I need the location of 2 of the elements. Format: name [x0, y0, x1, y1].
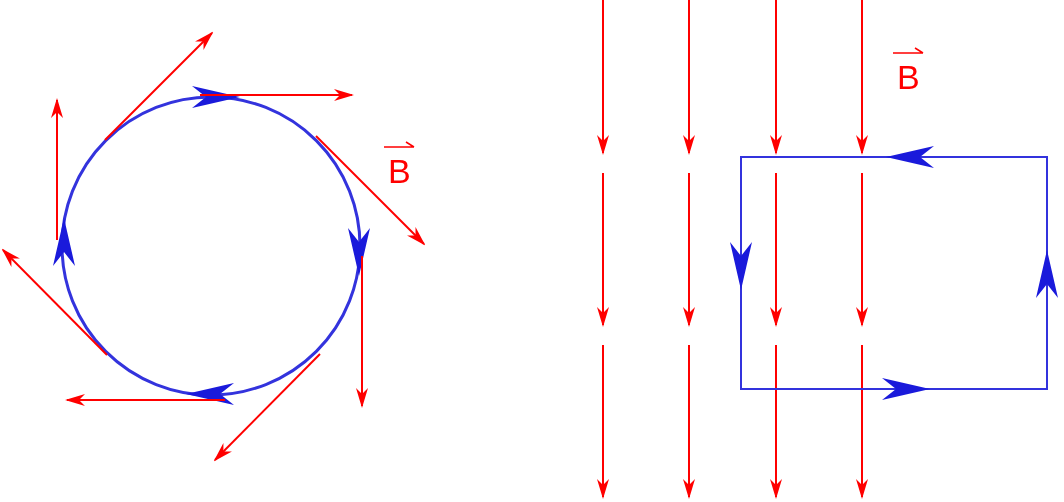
field-symbol: B: [897, 60, 920, 94]
field-symbol: B: [388, 154, 411, 188]
